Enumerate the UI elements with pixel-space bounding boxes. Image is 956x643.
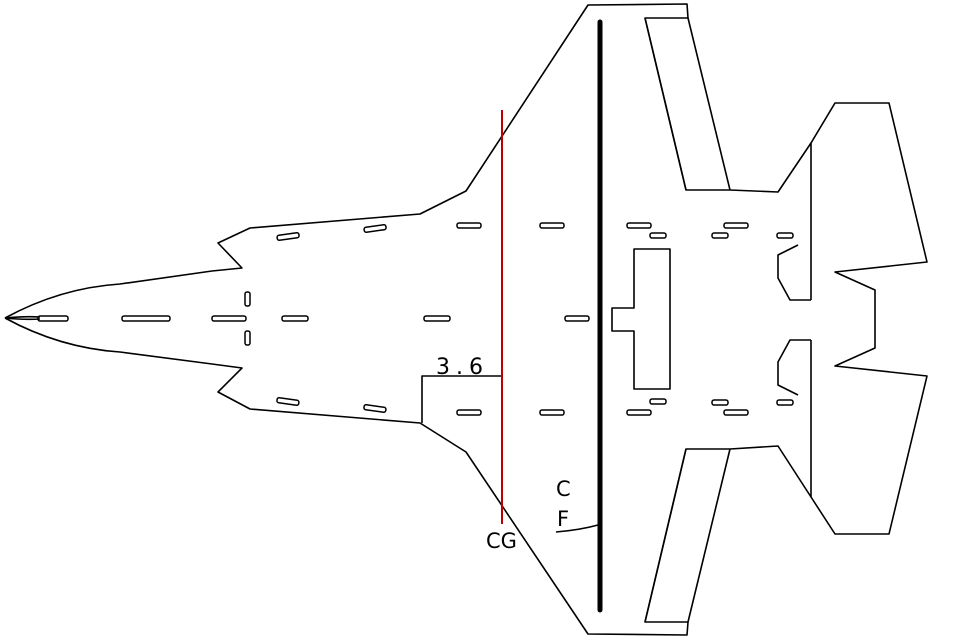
centre-bay: [611, 248, 671, 390]
slot: [776, 232, 794, 239]
nose-inner-edge: [4, 315, 41, 321]
slots: [37, 222, 794, 416]
dimension-label: 3.6: [436, 355, 489, 380]
cf-label-f: F: [557, 507, 569, 531]
cg-label: CG: [486, 529, 517, 553]
slot: [37, 315, 69, 322]
slot: [276, 231, 300, 241]
slot: [776, 399, 794, 406]
slot: [723, 222, 749, 229]
nose-lower-edge: [4, 317, 689, 636]
upper-aileron: [644, 17, 731, 191]
nose-upper-edge: [4, 3, 689, 319]
cf-label-c: C: [556, 477, 571, 501]
lower-aileron: [644, 448, 731, 623]
upper-wing-root: [644, 17, 730, 191]
slot: [276, 396, 300, 406]
dimension-bracket: [421, 375, 502, 423]
slot: [649, 398, 667, 405]
upper-tail-fin: [810, 102, 928, 535]
slot: [539, 409, 565, 416]
slot: [626, 222, 652, 229]
cf-leader-line: [555, 524, 599, 533]
slot: [423, 315, 451, 322]
upper-body-aft: [729, 142, 812, 300]
slot: [456, 409, 482, 416]
slot: [121, 315, 171, 322]
tail-notch: [777, 244, 811, 396]
slot: [456, 222, 482, 229]
airframe-outline: [4, 3, 928, 636]
slot: [626, 409, 652, 416]
slot: [564, 315, 590, 322]
lower-body-aft: [729, 340, 812, 498]
slot: [649, 232, 667, 239]
lower-wing-root: [644, 448, 730, 623]
slot: [711, 232, 729, 239]
slot: [244, 291, 251, 307]
slot: [363, 403, 387, 413]
slot: [539, 222, 565, 229]
slot: [281, 315, 309, 322]
slot: [363, 223, 387, 233]
slot: [723, 409, 749, 416]
slot: [244, 330, 251, 346]
slot: [711, 399, 729, 406]
slot: [211, 315, 247, 322]
